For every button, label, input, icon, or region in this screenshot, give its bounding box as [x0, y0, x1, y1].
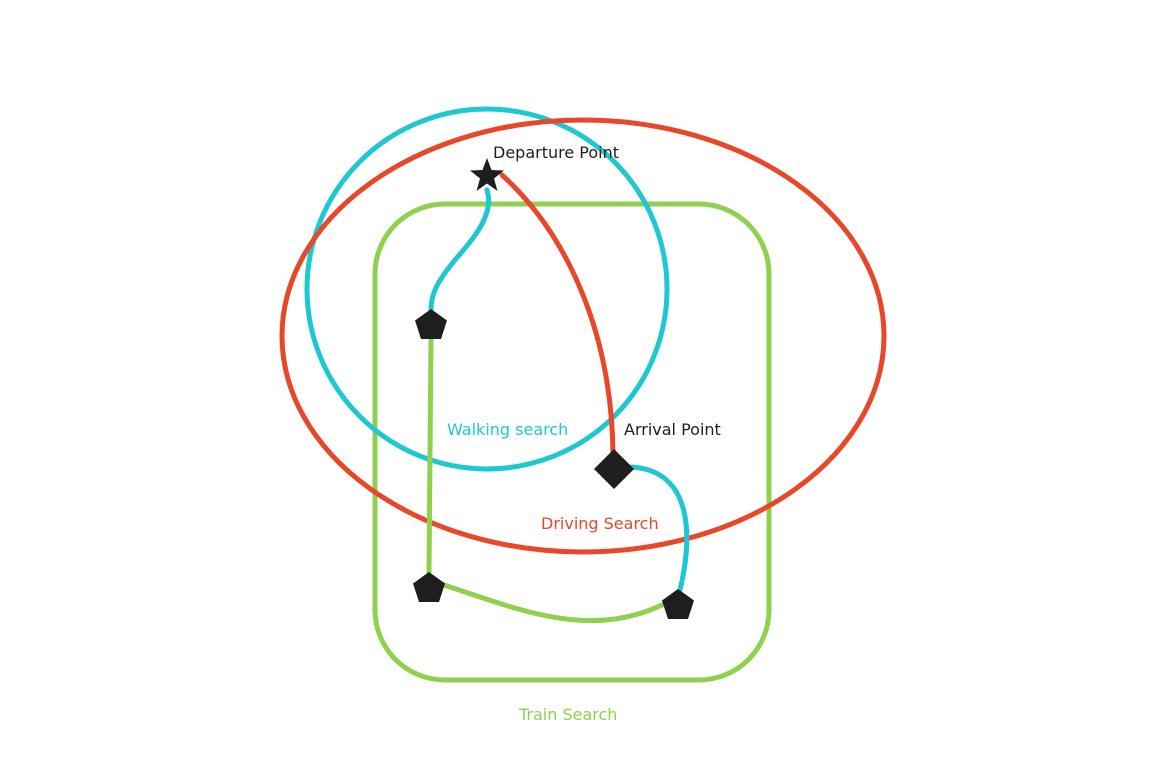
station-pentagon-icon: [413, 572, 445, 602]
station-pentagon-icon: [662, 589, 694, 619]
walking-search-label: Walking search: [447, 420, 568, 439]
driving-search-label: Driving Search: [541, 514, 659, 533]
departure-label: Departure Point: [493, 143, 619, 162]
departure-star-icon: [470, 158, 504, 191]
arrival-label: Arrival Point: [624, 420, 721, 439]
train-path-curve: [441, 582, 667, 624]
train-path-vertical: [426, 335, 434, 576]
walking-search-region: [304, 106, 670, 472]
walking-path-departure: [428, 187, 492, 313]
station-pentagon-icon: [415, 309, 447, 339]
train-search-region: [372, 201, 772, 683]
driving-search-region: [279, 117, 887, 555]
arrival-diamond-icon: [594, 449, 634, 489]
walking-path-arrival: [625, 464, 690, 593]
driving-path: [499, 172, 616, 458]
train-search-label: Train Search: [518, 705, 617, 724]
